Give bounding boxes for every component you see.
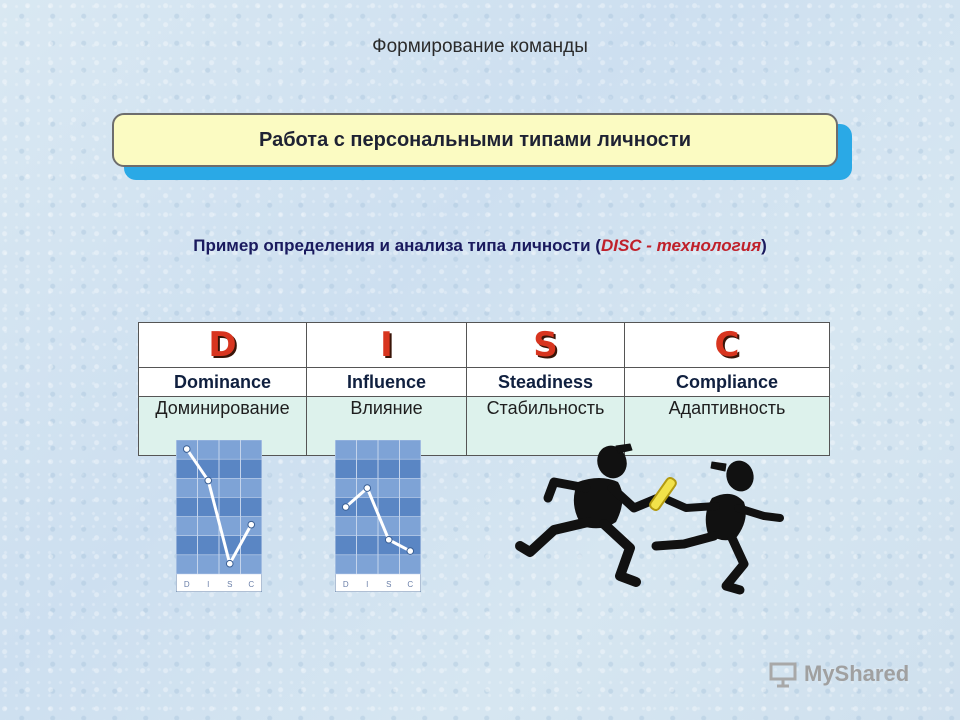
disc-letter-cell: D xyxy=(138,322,307,368)
runner-cap xyxy=(615,443,633,454)
disc-letter-i: I xyxy=(380,325,393,365)
chart-point xyxy=(225,559,234,568)
chart-axis-label: C xyxy=(407,580,413,589)
chart-point xyxy=(363,484,372,492)
runner-arm xyxy=(543,477,591,503)
baton-icon xyxy=(649,476,677,512)
runner-leg xyxy=(599,519,641,587)
disc-russian-row: Доминирование Влияние Стабильность Адапт… xyxy=(138,396,830,456)
chart-point xyxy=(384,535,393,544)
disc-english-dominance: Dominance xyxy=(138,367,307,397)
disc-english-compliance: Compliance xyxy=(624,367,830,397)
example-caption: Пример определения и анализа типа личнос… xyxy=(0,236,960,256)
relay-runners-icon xyxy=(515,443,784,595)
runner-arm xyxy=(664,496,720,512)
chart-axis-label: C xyxy=(248,580,254,589)
disc-english-row: Dominance Influence Steadiness Complianc… xyxy=(138,367,830,397)
chart-point xyxy=(204,476,213,485)
chart-axis-label: D xyxy=(343,580,349,589)
disc-letter-cell: I xyxy=(306,322,467,368)
disc-letter-d: D xyxy=(208,325,237,365)
chart-point xyxy=(341,503,350,511)
presentation-icon xyxy=(769,662,797,688)
watermark: MyShared xyxy=(768,656,909,692)
disc-english-influence: Influence xyxy=(306,367,467,397)
watermark-text: MyShared xyxy=(804,661,910,686)
disc-table: D I S C Dominance Influence Steadiness C… xyxy=(138,322,830,456)
runner-leg xyxy=(721,533,749,595)
chart-point xyxy=(247,520,256,529)
disc-russian-steadiness: Стабильность xyxy=(466,396,625,456)
disc-letter-s: S xyxy=(533,325,558,365)
runner-leg xyxy=(651,531,719,551)
chart-point xyxy=(182,445,191,453)
example-caption-text-after: ) xyxy=(761,236,767,255)
section-banner: Работа с персональными типами личности xyxy=(112,113,838,167)
page-title: Формирование команды xyxy=(372,36,588,57)
chart-axis-label: S xyxy=(227,580,232,589)
chart-point xyxy=(406,547,415,555)
chart-axis-label: D xyxy=(184,580,190,589)
disc-letter-cell: C xyxy=(624,322,830,368)
disc-english-steadiness: Steadiness xyxy=(466,367,625,397)
disc-letter-c: C xyxy=(714,325,740,365)
chart-profile-line xyxy=(185,448,253,566)
chart-axis-label: I xyxy=(207,580,209,589)
runner-arm xyxy=(734,504,784,522)
chart-profile-line xyxy=(344,486,411,553)
example-caption-highlight: DISC - технология xyxy=(600,236,762,255)
disc-russian-compliance: Адаптивность xyxy=(624,396,830,456)
runner-arm xyxy=(607,483,663,513)
chart-axis-label: I xyxy=(366,580,368,589)
disc-letter-row: D I S C xyxy=(138,322,830,368)
chart-axis-label: S xyxy=(386,580,391,589)
example-caption-text-before: Пример определения и анализа типа личнос… xyxy=(193,236,601,255)
disc-letter-cell: S xyxy=(466,322,625,368)
runner-leg xyxy=(515,517,593,557)
runner-cap xyxy=(710,461,727,472)
runner-head xyxy=(726,460,754,492)
runner-head xyxy=(597,445,627,479)
